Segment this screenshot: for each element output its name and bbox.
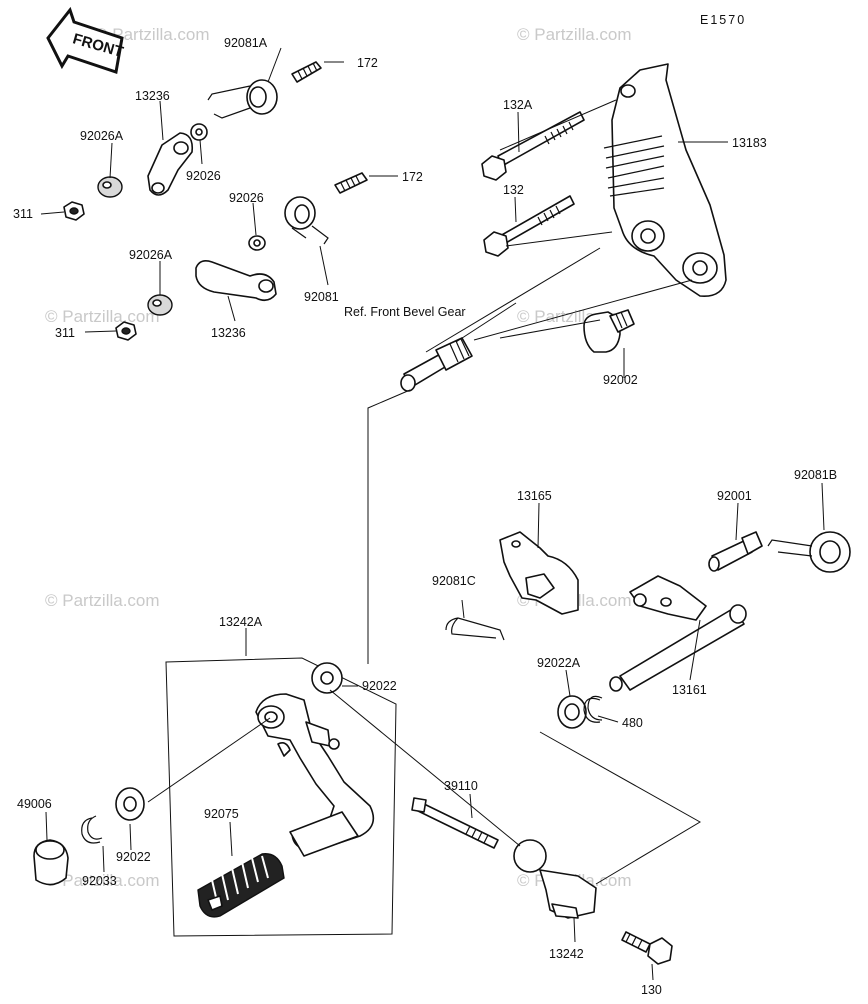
watermark: © Partzilla.com [45,591,160,610]
pin-92001 [708,531,763,572]
watermarks: © Partzilla.com © Partzilla.com © Partzi… [45,25,632,890]
callout-92026a-mid: 92026A [129,248,173,262]
lever-13236-mid [195,260,277,302]
stud-172-top [291,61,322,83]
callout-132a: 132A [503,98,533,112]
callout-92081c: 92081C [432,574,476,588]
callout-13242a: 13242A [219,615,263,629]
front-arrow-badge: FRONT [46,6,125,74]
stud-172-mid [334,172,368,194]
callout-92081a: 92081A [224,36,268,50]
pedal-rubber-92075 [197,853,285,918]
clip-92081c [445,617,505,641]
callout-13165: 13165 [517,489,552,503]
callout-13236-mid: 13236 [211,326,246,340]
callout-13242: 13242 [549,947,584,961]
callout-92026a-top: 92026A [80,129,124,143]
nut-311-mid [115,321,137,341]
callout-130: 130 [641,983,662,997]
bolt-130 [621,931,673,965]
callout-92002: 92002 [603,373,638,387]
diagram-code: E1570 [700,13,746,27]
washer-92022-top [311,662,343,694]
washer-92026a-top [97,176,123,198]
spring-92081 [284,196,329,245]
tie-rod-39110 [411,797,499,849]
washer-92026a-mid [147,294,173,316]
callout-92001: 92001 [717,489,752,503]
watermark: © Partzilla.com [517,25,632,44]
watermark: © Partzilla.com [45,871,160,890]
front-bevel-gear-shaft [400,337,473,392]
spring-92081a [207,79,278,119]
group-box-13242a [165,657,397,937]
callout-92022a: 92022A [537,656,581,670]
callout-132: 132 [503,183,524,197]
callout-92081: 92081 [304,290,339,304]
callout-311-mid: 311 [55,326,75,340]
callout-92081b: 92081B [794,468,837,482]
washer-92022-low [115,787,145,821]
callout-311-top: 311 [13,207,33,221]
leader-lines [40,47,825,981]
washer-92026-mid [248,235,266,251]
washer-92026-top [190,123,208,141]
bolt-92002 [583,309,635,353]
rod-end-13242 [513,839,597,919]
callout-92026-mid: 92026 [229,191,264,205]
callout-172-mid: 172 [402,170,423,184]
callout-172-top: 172 [357,56,378,70]
callout-39110: 39110 [444,779,478,793]
plate-13165 [499,531,579,615]
cap-49006 [33,839,69,886]
shift-pedal-13242a [255,693,375,857]
callout-13161: 13161 [672,683,707,697]
callout-92026-top: 92026 [186,169,221,183]
lever-13236-top [147,132,194,196]
circlip-92033 [81,815,103,844]
callout-92075: 92075 [204,807,239,821]
washer-92022a [557,695,587,729]
callout-92022-low: 92022 [116,850,151,864]
callout-13183: 13183 [732,136,767,150]
watermark: © Partzilla.com [45,307,160,326]
callout-92033: 92033 [82,874,117,888]
bracket-13183 [603,63,727,297]
bolt-132 [483,195,575,257]
callout-92022-top: 92022 [362,679,397,693]
bolt-132a [481,111,585,181]
circlip-480 [583,695,603,723]
callout-49006: 49006 [17,797,52,811]
reference-note: Ref. Front Bevel Gear [344,305,466,319]
spring-92081b [767,531,851,573]
nut-311-top [63,201,85,221]
callout-labels: 92081A 172 13236 92026A 92026 311 92026 … [13,36,837,997]
callout-13236-top: 13236 [135,89,170,103]
shift-shaft-13161 [609,575,747,692]
watermark: © Partzilla.com [95,25,210,44]
callout-480: 480 [622,716,643,730]
